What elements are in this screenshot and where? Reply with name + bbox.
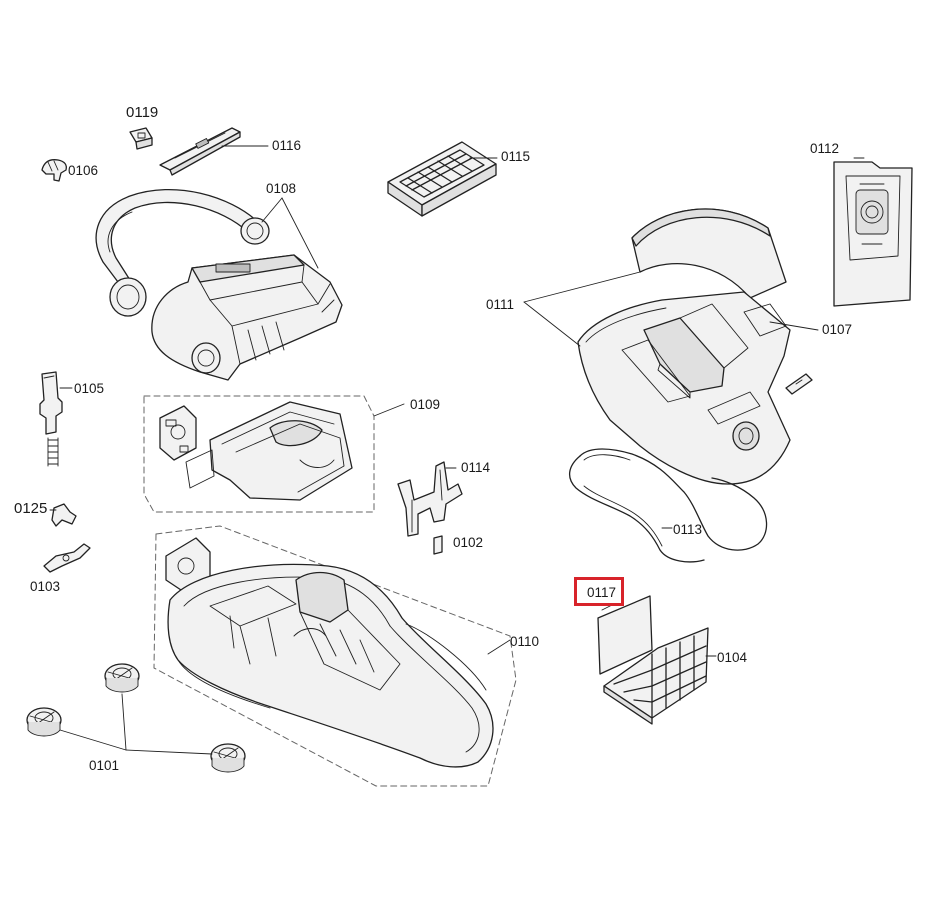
label-0125: 0125 [14,500,48,517]
part-0105-tube [39,371,73,467]
label-0107: 0107 [822,322,853,337]
label-0104: 0104 [717,650,748,665]
label-0105: 0105 [74,381,105,396]
label-0109: 0109 [410,397,441,412]
label-0110: 0110 [510,634,540,649]
part-0101-wheels [26,663,246,773]
part-0106-knob [41,159,67,182]
part-0108-top-housing [95,189,343,381]
label-0101: 0101 [89,758,120,773]
wheel-top [104,663,140,693]
part-0102-plate [433,535,443,555]
label-0115: 0115 [501,149,531,164]
part-0104-grille [603,627,717,725]
label-0119: 0119 [126,104,159,121]
part-0116-strip [159,127,269,176]
part-0110-base [153,525,517,787]
part-0112-dustbag [833,157,913,307]
wheel-right [210,743,246,773]
label-0113: 0113 [673,522,703,537]
label-0106: 0106 [68,163,99,178]
part-0115-filter [387,141,498,217]
label-0114: 0114 [461,460,491,475]
part-0125-latch [49,503,77,527]
part-0109-frame [143,395,405,513]
label-0108: 0108 [266,181,297,196]
label-0111: 0111 [486,297,515,312]
label-0112: 0112 [810,141,840,156]
part-0119-clip [129,127,153,150]
label-0116: 0116 [272,138,302,153]
highlight-box-0117 [574,577,624,606]
part-0114-bracket [397,461,463,537]
wheel-left [26,707,62,737]
part-0113-gasket [569,448,768,563]
label-0103: 0103 [30,579,61,594]
part-0117-filter-pad [597,595,653,675]
label-0117: 0117 [587,585,617,600]
part-0111-shell [523,208,819,485]
label-0102: 0102 [453,535,484,550]
part-0103-cable [43,543,91,573]
